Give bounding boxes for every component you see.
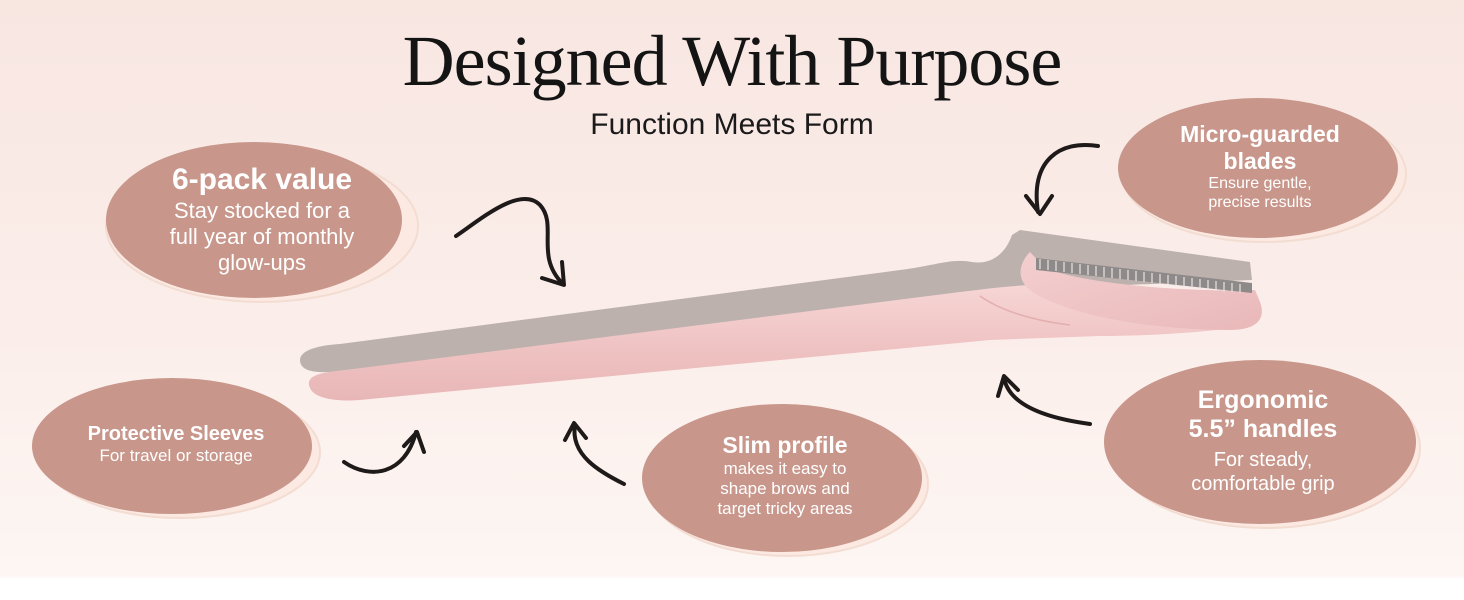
bubble-oval: [1104, 360, 1421, 529]
ergonomic-body-line: For steady,: [1213, 448, 1313, 471]
page-subtitle: Function Meets Form: [590, 108, 874, 141]
micro-guarded-heading-line: Micro-guarded: [1180, 121, 1340, 148]
feature-protective-sleeves: Protective Sleeves For travel or storage: [30, 376, 322, 520]
six-pack-body-line: full year of monthly: [169, 224, 355, 250]
feature-micro-guarded-blades: Micro-guarded blades Ensure gentle, prec…: [1114, 94, 1407, 244]
razor-back-layer: [300, 230, 1252, 373]
slim-profile-body-line: shape brows and: [720, 479, 850, 499]
six-pack-heading: 6-pack value: [171, 163, 353, 197]
page-title: Designed With Purpose: [402, 21, 1063, 101]
bubble-oval: [1118, 98, 1407, 243]
bubble-oval: [642, 404, 929, 557]
razor-blade-head: [1020, 252, 1262, 330]
bubble-oval: [105, 142, 419, 303]
micro-guarded-heading-line: blades: [1223, 147, 1297, 174]
ergonomic-heading-line: Ergonomic: [1197, 386, 1329, 415]
slim-profile-body-line: target tricky areas: [717, 499, 853, 519]
slim-profile-heading: Slim profile: [722, 432, 848, 459]
slim-profile-body-line: makes it easy to: [723, 458, 847, 478]
protective-sleeves-heading: Protective Sleeves: [87, 423, 265, 446]
ergonomic-heading-line: 5.5” handles: [1188, 415, 1338, 443]
bubble-oval: [32, 378, 321, 519]
micro-guarded-body-line: precise results: [1208, 194, 1312, 212]
feature-six-pack-value: 6-pack value Stay stocked for a full yea…: [104, 140, 420, 306]
feature-ergonomic-handles: Ergonomic 5.5” handles For steady, comfo…: [1102, 356, 1424, 534]
ergonomic-body-line: comfortable grip: [1191, 472, 1335, 495]
feature-slim-profile: Slim profile makes it easy to shape brow…: [640, 400, 930, 560]
six-pack-body-line: glow-ups: [217, 250, 307, 276]
razor-handle: [308, 284, 1258, 401]
micro-guarded-body-line: Ensure gentle,: [1208, 175, 1312, 193]
six-pack-body-line: Stay stocked for a: [173, 197, 351, 223]
protective-sleeves-body: For travel or storage: [99, 446, 253, 466]
